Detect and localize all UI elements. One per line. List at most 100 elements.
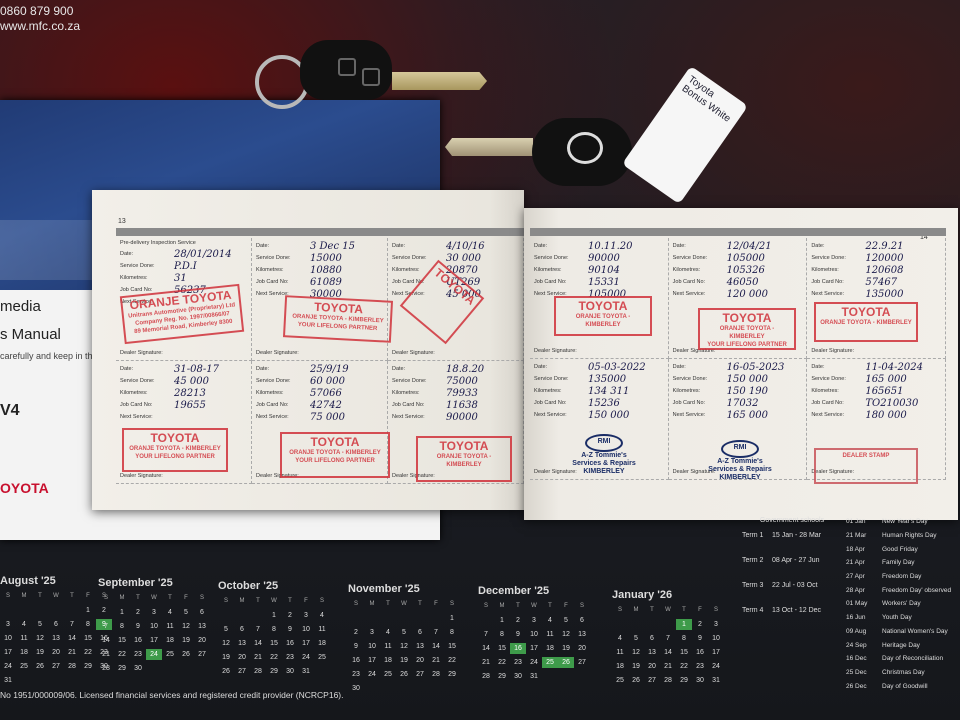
calendar-day: 3 (304, 612, 308, 619)
holiday-name: Family Day (882, 559, 915, 567)
calendar-day: 7 (104, 623, 108, 630)
entry-value-km: 31 (174, 272, 187, 284)
calendar-day: 9 (698, 635, 702, 642)
entry-value-service: 150 000 (726, 373, 769, 385)
entry-row-km: Kilometres:105326 (673, 264, 803, 276)
entry-value-service: 105000 (726, 252, 765, 264)
calendar-day: 31 (712, 677, 720, 684)
calendar-day (16, 605, 32, 616)
entry-row-job: Job Card No:19655 (120, 399, 247, 411)
calendar-day: 11 (546, 631, 554, 638)
calendar-day: 29 (680, 677, 688, 684)
calendar-day: 17 (368, 657, 376, 664)
entry-value-date: 25/9/19 (310, 363, 349, 375)
calendar-day: 17 (150, 637, 158, 644)
entry-label: Job Card No: (256, 402, 289, 408)
entry-value-km: 10880 (310, 264, 342, 276)
weekday-label: S (353, 601, 358, 607)
entry-label: Service Done: (534, 255, 569, 261)
manual-title-2: s Manual (0, 326, 61, 343)
weekday-label: M (239, 598, 245, 604)
entry-label: Date: (672, 364, 686, 370)
calendar-day: 28 (254, 668, 262, 675)
holiday-name: Human Rights Day (882, 532, 937, 540)
weekday-label: S (617, 607, 622, 613)
weekday-label: T (682, 607, 686, 613)
rmi-logo-icon: RMI (721, 440, 759, 458)
holiday-name: New Year's Day (882, 518, 928, 526)
stamp-title: TOYOTA (310, 435, 360, 449)
entry-value-next: 150 000 (588, 409, 630, 421)
calendar-day: 1 (120, 609, 124, 616)
toyota-stamp: TOYOTA ORANJE TOYOTA - KIMBERLEY YOUR LI… (282, 295, 394, 343)
entry-value-next: 105000 (588, 288, 627, 300)
phone-text: 0860 879 900 (0, 4, 74, 18)
entry-row-job: Job Card No:15331 (534, 276, 664, 288)
entry-label: Date: (392, 243, 406, 249)
calendar-day: 8 (272, 626, 276, 633)
calendar-day: 7 (256, 626, 260, 633)
calendar-day (0, 605, 16, 616)
entry-label: Service Done: (256, 255, 291, 261)
entry-label: Service Done: (392, 378, 427, 384)
entry-label: Job Card No: (672, 279, 706, 285)
calendar-day: 31 (4, 677, 12, 684)
calendar-day: 3 (532, 617, 536, 624)
weekday-label: S (199, 595, 204, 601)
dealer-signature-label: Dealer Signature: (256, 473, 299, 479)
entry-value-km: 28213 (174, 387, 206, 399)
entry-value-job: 46050 (726, 276, 759, 288)
holiday-date: 28 Apr (846, 586, 865, 594)
calendar-day: 7 (70, 621, 74, 628)
calendar-day: 29 (84, 663, 92, 670)
calendar-day: 19 (222, 654, 230, 661)
calendar-day: 18 (384, 657, 392, 664)
calendar-day (218, 610, 234, 621)
entry-label: Kilometres: (120, 275, 148, 281)
calendar-day: 2 (698, 621, 702, 628)
entry-label: Kilometres: (811, 388, 839, 394)
stamp-line: ORANJE TOYOTA - KIMBERLEY (575, 314, 631, 328)
entry-value-next: 120 000 (726, 288, 769, 300)
entry-row-next: Next Service: 45 000 (392, 288, 519, 300)
calendar-day: 11 (166, 623, 174, 630)
entry-row-service: Service Done:60 000 (256, 375, 383, 387)
calendar-day: 2 (288, 612, 292, 619)
weekday-label: W (271, 598, 277, 604)
page-number-right: 14 (920, 234, 928, 241)
calendar-day: 1 (272, 612, 276, 619)
holiday-date: 01 May (846, 600, 868, 608)
entry-value-next: 75 000 (310, 411, 345, 423)
entry-value-date: 3 Dec 15 (310, 240, 355, 252)
calendar-day: 27 (578, 659, 586, 666)
calendar-day: 21 (432, 657, 440, 664)
calendar-day: 19 (400, 657, 408, 664)
entry-value-km: 134 311 (588, 385, 630, 397)
term-name: Term 3 (742, 582, 764, 589)
calendar-day: 9 (136, 623, 140, 630)
calendar-day: 10 (302, 626, 310, 633)
entry-value-job: 15331 (588, 276, 620, 288)
pdi-header: Pre-delivery Inspection Service (120, 240, 196, 246)
stamp-line: KIMBERLEY (719, 474, 761, 481)
calendar-day: 29 (270, 668, 278, 675)
stamp-line: Services & Repairs (572, 460, 636, 467)
entry-value-km: 150 190 (726, 385, 769, 397)
entry-label: Kilometres: (534, 267, 562, 273)
entry-row-km: Kilometres:57066 (256, 387, 383, 399)
entry-value-next: 45 000 (446, 288, 481, 300)
calendar-day: 16 (100, 635, 108, 642)
entry-label: Kilometres: (672, 388, 701, 394)
entry-label: Next Service: (392, 291, 425, 297)
calendar-day: 26 (632, 677, 640, 684)
entry-value-km: 165651 (865, 385, 904, 397)
weekday-label: T (256, 598, 260, 604)
calendar-day: 18 (20, 649, 28, 656)
entry-value-service: P.D.I (174, 260, 197, 272)
entry-row-next: Next Service: (120, 411, 247, 423)
entry-row-km: Kilometres:79933 (392, 387, 519, 399)
